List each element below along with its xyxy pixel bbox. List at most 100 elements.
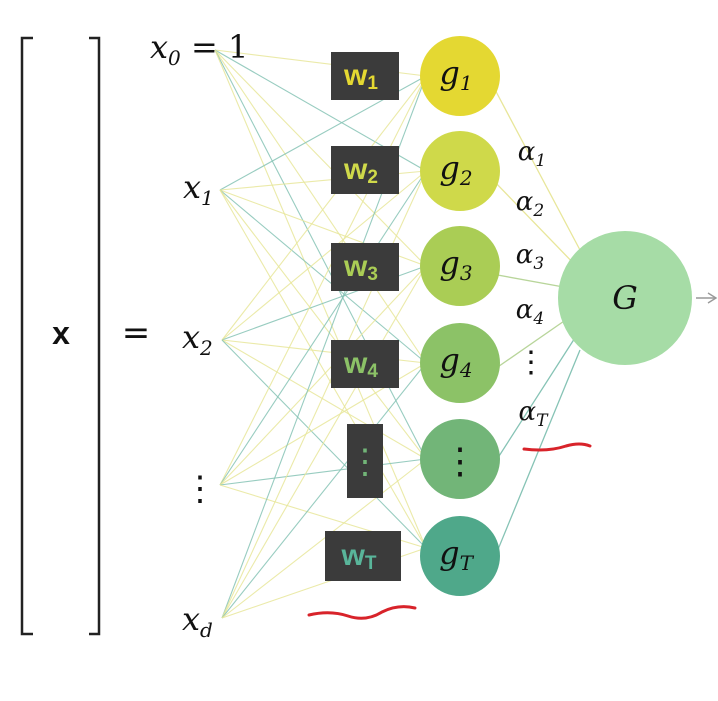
output-label: G bbox=[612, 279, 638, 317]
input-label-subscript: d bbox=[200, 618, 213, 642]
weight-label-subscript: T bbox=[365, 553, 377, 574]
input-label-base: x bbox=[182, 318, 200, 356]
alpha-connections bbox=[491, 83, 581, 565]
weight-label: w1 bbox=[343, 59, 378, 94]
hypothesis-label-subscript: 1 bbox=[460, 71, 473, 95]
hypothesis-node-6: gT bbox=[420, 516, 500, 596]
hypothesis-label: ⋮ bbox=[442, 441, 478, 482]
alpha-edge bbox=[491, 178, 581, 271]
input-connections bbox=[214, 49, 427, 619]
alpha-label: αT bbox=[519, 397, 550, 431]
connection-edge bbox=[221, 362, 427, 619]
alpha-label-base: α bbox=[516, 295, 534, 325]
connection-edge bbox=[214, 49, 427, 549]
alpha-label-subscript: 3 bbox=[533, 254, 544, 274]
weight-label-subscript: 4 bbox=[367, 361, 378, 382]
hypothesis-circle bbox=[420, 323, 500, 403]
hypothesis-label-base: g bbox=[439, 54, 459, 92]
connection-edge bbox=[214, 49, 427, 267]
hypothesis-label-subscript: T bbox=[460, 551, 475, 575]
alpha-label-subscript: T bbox=[536, 411, 549, 431]
weight-box-5: ⋮ bbox=[347, 424, 383, 498]
hypothesis-label: g2 bbox=[439, 149, 472, 190]
weight-label-subscript: 2 bbox=[367, 167, 378, 188]
input-label: ⋮ bbox=[183, 469, 217, 509]
hypothesis-label-subscript: 4 bbox=[459, 358, 473, 382]
weight-label-subscript: 3 bbox=[367, 264, 378, 285]
red-underline-alpha bbox=[522, 442, 592, 452]
right-bracket bbox=[89, 36, 101, 636]
left-bracket bbox=[20, 36, 33, 636]
weight-label-base: w bbox=[341, 539, 366, 572]
weight-label-base: ⋮ bbox=[348, 442, 382, 482]
hypothesis-label-subscript: 3 bbox=[460, 261, 473, 285]
vector-x-label: x bbox=[52, 315, 70, 351]
alpha-label-base: α bbox=[516, 240, 534, 270]
connection-edge bbox=[219, 265, 427, 486]
connection-edge bbox=[221, 75, 427, 341]
hypothesis-label-subscript: 2 bbox=[459, 166, 473, 190]
hypothesis-label-base: g bbox=[439, 244, 459, 282]
hypothesis-circle bbox=[420, 516, 500, 596]
hypothesis-circle bbox=[420, 36, 500, 116]
connection-edge bbox=[219, 189, 427, 364]
hypothesis-node-2: g2 bbox=[420, 131, 500, 211]
weight-box-rect bbox=[325, 531, 401, 581]
connection-edge bbox=[219, 189, 427, 460]
weight-box-rect bbox=[347, 424, 383, 498]
connection-edge bbox=[219, 189, 427, 549]
input-label-base: ⋮ bbox=[183, 469, 217, 509]
vector-bracket bbox=[20, 36, 101, 636]
input-label-subscript: 2 bbox=[199, 336, 213, 360]
connection-edge bbox=[221, 339, 427, 460]
connection-edge bbox=[219, 170, 427, 486]
hypothesis-label: g1 bbox=[439, 54, 472, 95]
weight-box-6: wT bbox=[325, 531, 401, 581]
input-label-base: x bbox=[150, 28, 168, 66]
output-arrow-head bbox=[707, 292, 718, 304]
alpha-label: α3 bbox=[516, 240, 544, 274]
hypothesis-node-1: g1 bbox=[420, 36, 500, 116]
input-label-subscript: 1 bbox=[201, 186, 214, 210]
weight-label: w4 bbox=[343, 347, 378, 382]
hypothesis-label-base: g bbox=[439, 341, 459, 379]
input-label: x0 = 1 bbox=[150, 28, 248, 70]
weight-box-3: w3 bbox=[331, 243, 399, 291]
alpha-label: ⋮ bbox=[516, 345, 546, 380]
weight-label: w2 bbox=[343, 153, 378, 188]
weight-box-1: w1 bbox=[331, 52, 399, 100]
input-label-subscript: 0 bbox=[168, 46, 181, 70]
hypothesis-circle bbox=[420, 226, 500, 306]
alpha-edge bbox=[491, 83, 581, 251]
connection-edge bbox=[219, 75, 427, 486]
weight-label-subscript: 1 bbox=[367, 73, 378, 94]
equals-sign: = bbox=[122, 313, 151, 353]
weight-box-rect bbox=[331, 340, 399, 388]
weight-label-base: w bbox=[343, 153, 368, 186]
weight-label: w3 bbox=[343, 250, 378, 285]
weight-box-rect bbox=[331, 52, 399, 100]
output-circle bbox=[558, 231, 692, 365]
weight-label: wT bbox=[341, 539, 377, 574]
weight-label-base: w bbox=[343, 59, 368, 92]
hypothesis-label-base: g bbox=[439, 149, 459, 187]
hypothesis-node-3: g3 bbox=[420, 226, 500, 306]
connection-edge bbox=[219, 458, 427, 486]
connection-edge bbox=[221, 265, 427, 619]
alpha-edge bbox=[491, 349, 581, 565]
input-label-base: x bbox=[182, 600, 200, 638]
alpha-label-base: α bbox=[519, 397, 537, 427]
hypothesis-label-base: ⋮ bbox=[442, 441, 478, 482]
alpha-label-subscript: 1 bbox=[535, 151, 546, 171]
output-node: G bbox=[558, 231, 692, 365]
hypothesis-circle bbox=[420, 419, 500, 499]
alpha-label-base: α bbox=[516, 187, 534, 217]
input-label: xd bbox=[182, 600, 213, 642]
hypothesis-node-4: g4 bbox=[420, 323, 500, 403]
input-label-base: x bbox=[183, 168, 201, 206]
alpha-edge bbox=[491, 329, 581, 468]
weight-box-rect bbox=[331, 243, 399, 291]
connection-edge bbox=[214, 49, 427, 364]
weight-label: ⋮ bbox=[348, 442, 382, 482]
